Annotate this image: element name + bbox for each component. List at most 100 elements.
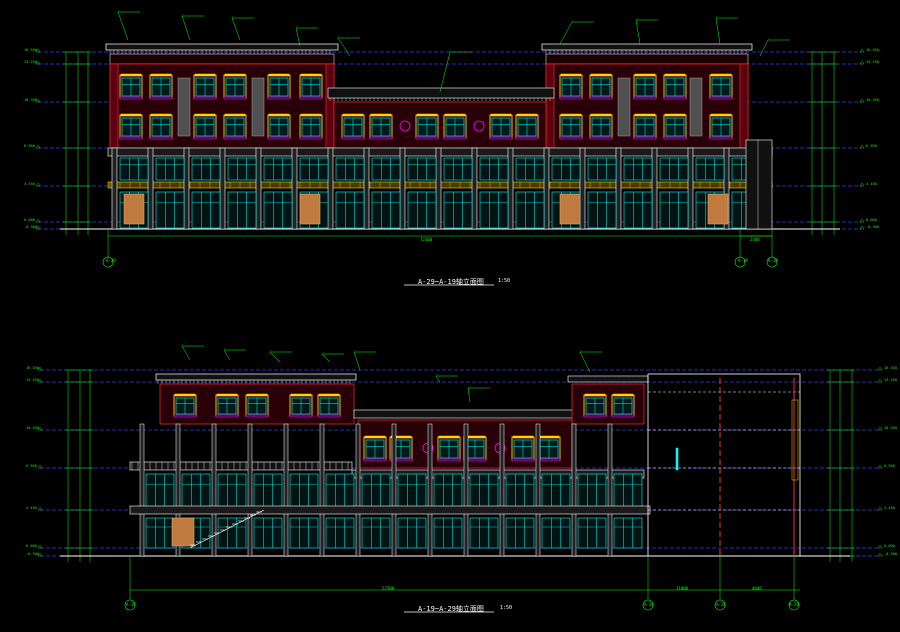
- elev2-column: [499, 423, 505, 557]
- elev1-frieze: [545, 53, 749, 65]
- elev1-storefront-lower: [587, 191, 617, 229]
- elev1-window-floor2-sill: [559, 136, 583, 140]
- elev2-level-label: 16.550: [26, 366, 39, 370]
- elev1-column: [183, 147, 190, 230]
- elev2-level-marker: [37, 378, 43, 383]
- elev1-window-floor2-sill: [299, 136, 323, 140]
- elev2-storefront-lower: [577, 517, 607, 549]
- elev1-note-8-leader: [715, 17, 721, 45]
- elev2-storefront-lower: [613, 517, 643, 549]
- elev1-level-marker: [35, 60, 41, 65]
- elev1-column: [723, 147, 730, 230]
- elev1-mid-wall: [333, 101, 547, 149]
- elev2-window-mid-sill: [537, 458, 561, 462]
- elev2-storefront-upper: [181, 473, 211, 509]
- elev1-level-marker: [35, 182, 41, 187]
- elev2-storefront-lower: [469, 517, 499, 549]
- elev1-level-label-right: 10.350: [866, 98, 879, 102]
- elev2-window-floor3-right-lintel: [584, 393, 606, 397]
- elev2-axis-bubble: [788, 599, 800, 611]
- elev1-window-floor3-sill: [223, 96, 247, 100]
- elev2-note-2-note: —: [270, 348, 272, 352]
- elev1-window-floor2-lintel: [634, 113, 656, 117]
- elev1-window-floor3-sill: [709, 96, 733, 100]
- elev1-window-floor3-sill: [559, 96, 583, 100]
- elev2-note-5-note: —: [436, 372, 438, 376]
- elev2-storefront-lower: [253, 517, 283, 549]
- elev2-column: [319, 423, 325, 557]
- elev2-level-label-right: 6.950: [884, 464, 895, 468]
- elev1-level-marker-right: [859, 60, 865, 65]
- elev1-window-mid-sill: [515, 136, 539, 140]
- elev1-level-marker: [35, 98, 41, 103]
- elev2-column: [607, 423, 613, 557]
- elev1-storefront-upper: [335, 157, 365, 181]
- elev2-storefront-lower: [289, 517, 319, 549]
- elev1-mid-cornice: [327, 87, 555, 99]
- elev1-note-2-note: —: [232, 14, 234, 18]
- elev1-stair-tower: [745, 139, 773, 230]
- elev1-storefront-lower: [191, 191, 221, 229]
- elev1-level-label: 6.950: [24, 144, 35, 148]
- elev1-level-marker: [35, 225, 41, 230]
- elev2-level-label: 4.450: [26, 506, 37, 510]
- elev1-window-floor3-sill: [299, 96, 323, 100]
- elev2-balcony-rail: [129, 461, 353, 471]
- elev1-window-floor2-lintel: [268, 113, 290, 117]
- elev1-level-label: 4.450: [24, 182, 35, 186]
- elev2-level-marker-right: [877, 544, 883, 549]
- elev1-window-floor3-sill: [149, 96, 173, 100]
- elev2-level-label-right: -0.300: [884, 552, 897, 556]
- elev2-section-window: [675, 447, 679, 471]
- elev1-window-floor3-lintel: [150, 73, 172, 77]
- elev1-window-mid-lintel: [342, 113, 364, 117]
- elev2-storefront-lower: [361, 517, 391, 549]
- elev2-column: [535, 423, 541, 557]
- elev1-storefront-lower: [335, 191, 365, 229]
- elev1-column: [363, 147, 370, 230]
- elev1-window-floor3-lintel: [634, 73, 656, 77]
- elev2-level-marker: [37, 544, 43, 549]
- elev2-section-outline: [647, 373, 801, 557]
- elev2-storefront-upper: [541, 473, 571, 509]
- elev1-storefront-lower: [515, 191, 545, 229]
- elev1-storefront-upper: [407, 157, 437, 181]
- elev2-window-floor3-sill: [317, 414, 341, 418]
- elev1-window-mid-lintel: [516, 113, 538, 117]
- elev1-cornice: [541, 43, 753, 51]
- elev1-window-mid-sill: [369, 136, 393, 140]
- elev1-storefront-upper: [263, 157, 293, 181]
- elev2-window-mid-lintel: [538, 435, 560, 439]
- elev1-note-1-leader: [181, 15, 191, 41]
- elev2-note-6-note: —: [468, 384, 470, 388]
- elev1-column: [615, 147, 622, 230]
- elev1-note-4-leader: [337, 37, 351, 57]
- elev1-window-mid-sill: [443, 136, 467, 140]
- elev2-column: [247, 423, 253, 557]
- elev1-note-4-note: —: [338, 34, 340, 38]
- elev2-window-floor3-lintel: [246, 393, 268, 397]
- elev2-column: [571, 423, 577, 557]
- elev1-window-floor2-sill: [709, 136, 733, 140]
- elev1-storefront-lower: [371, 191, 401, 229]
- elev1-level-marker: [35, 218, 41, 223]
- elev2-window-floor3-sill: [173, 414, 197, 418]
- elev2-window-mid-sill: [363, 458, 387, 462]
- elev1-window-mid-sill: [341, 136, 365, 140]
- elev1-level-label: 0.000: [24, 218, 35, 222]
- elev1-note-1-note: —: [182, 12, 184, 16]
- elev2-column: [355, 423, 361, 557]
- elev1-storefront-upper: [155, 157, 185, 181]
- elev1-window-floor3-lintel: [224, 73, 246, 77]
- elev2-stair-stringer: [189, 509, 265, 549]
- elev2-column: [139, 423, 145, 557]
- elev2-storefront-upper: [577, 473, 607, 509]
- elev1-window-floor3-sill: [633, 96, 657, 100]
- elev1-window-floor2-lintel: [664, 113, 686, 117]
- elev2-column: [391, 423, 397, 557]
- elev1-window-mid-lintel: [444, 113, 466, 117]
- elev2-storefront-upper: [217, 473, 247, 509]
- elev2-level-label: 6.950: [26, 464, 37, 468]
- elev2-level-marker: [37, 464, 43, 469]
